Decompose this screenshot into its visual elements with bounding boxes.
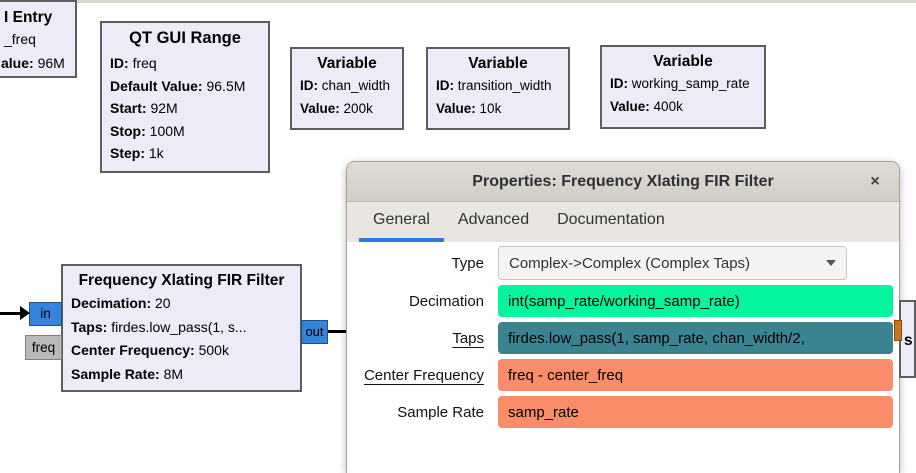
field-label-taps: Taps <box>452 329 484 347</box>
block-qtgui-range[interactable]: QT GUI Range ID: freq Default Value: 96.… <box>100 21 270 173</box>
block-param: Stop: 100M <box>110 122 185 139</box>
block-param: Decimation: 20 <box>71 295 171 311</box>
block-title: Variable <box>468 55 528 72</box>
center-frequency-input[interactable]: freq - center_freq <box>498 359 893 391</box>
block-param: alue: 96M <box>1 55 65 71</box>
port-in[interactable]: in <box>29 302 62 326</box>
block-param: Sample Rate: 8M <box>71 365 184 382</box>
dialog-title: Properties: Frequency Xlating FIR Filter <box>472 172 774 190</box>
tab-advanced[interactable]: Advanced <box>457 211 530 228</box>
block-param: ID: chan_width <box>300 78 391 93</box>
block-param: _freq <box>4 31 36 47</box>
block-title: Variable <box>653 53 713 70</box>
arrow-head-icon <box>20 306 30 320</box>
block-title: QT GUI Range <box>129 29 241 47</box>
block-freq-xlating-fir-filter[interactable]: Frequency Xlating FIR Filter Decimation:… <box>61 264 302 392</box>
dialog-tabbar: General Advanced Documentation <box>347 202 899 242</box>
block-param: ID: freq <box>110 55 157 71</box>
block-title: Frequency Xlating FIR Filter <box>78 272 285 289</box>
block-variable-transition-width[interactable]: Variable ID: transition_width Value: 10k <box>426 47 570 130</box>
block-param: Default Value: 96.5M <box>110 77 246 94</box>
form-row-taps: Taps firdes.low_pass(1, samp_rate, chan_… <box>353 322 893 354</box>
block-variable-chan-width[interactable]: Variable ID: chan_width Value: 200k <box>290 47 404 130</box>
field-label-type: Type <box>451 254 484 272</box>
form-row-center-frequency: Center Frequency freq - center_freq <box>353 359 893 391</box>
field-label-center-frequency: Center Frequency <box>363 366 484 384</box>
toolbar-edge <box>0 0 916 3</box>
block-title: s <box>904 332 913 349</box>
properties-dialog: Properties: Frequency Xlating FIR Filter… <box>346 161 900 473</box>
field-label-sample-rate: Sample Rate <box>397 403 484 421</box>
block-param: ID: transition_width <box>436 78 552 93</box>
block-param: Center Frequency: 500k <box>71 342 229 358</box>
type-dropdown[interactable]: Complex->Complex (Complex Taps) <box>498 246 847 280</box>
tab-general[interactable]: General <box>359 202 444 242</box>
block-param: Taps: firdes.low_pass(1, s... <box>71 318 247 335</box>
block-param: Value: 400k <box>610 98 683 114</box>
block-title: Variable <box>317 55 377 72</box>
port-out[interactable]: out <box>301 320 328 344</box>
port-orange[interactable] <box>894 320 902 341</box>
block-param: ID: working_samp_rate <box>610 76 750 91</box>
decimation-input[interactable]: int(samp_rate/working_samp_rate) <box>498 285 893 317</box>
dialog-titlebar[interactable]: Properties: Frequency Xlating FIR Filter… <box>347 162 899 202</box>
form-row-decimation: Decimation int(samp_rate/working_samp_ra… <box>353 285 893 317</box>
block-variable-working-samp-rate[interactable]: Variable ID: working_samp_rate Value: 40… <box>600 45 766 129</box>
block-param: Start: 92M <box>110 100 178 116</box>
connection-wire <box>328 330 347 333</box>
port-freq[interactable]: freq <box>25 335 62 360</box>
block-param: Value: 10k <box>436 100 502 116</box>
taps-input[interactable]: firdes.low_pass(1, samp_rate, chan_width… <box>498 322 893 354</box>
form-row-type: Type Complex->Complex (Complex Taps) <box>353 246 893 280</box>
tab-documentation[interactable]: Documentation <box>557 211 665 228</box>
dialog-body: Type Complex->Complex (Complex Taps) Dec… <box>347 242 899 428</box>
chevron-down-icon <box>826 260 836 266</box>
field-label-decimation: Decimation <box>408 292 484 310</box>
block-param: Value: 200k <box>300 100 373 116</box>
form-row-sample-rate: Sample Rate samp_rate <box>353 396 893 428</box>
type-dropdown-value: Complex->Complex (Complex Taps) <box>509 254 751 272</box>
block-param: Step: 1k <box>110 145 164 161</box>
close-icon[interactable]: × <box>870 173 880 190</box>
sample-rate-input[interactable]: samp_rate <box>498 396 893 428</box>
block-qtgui-entry[interactable]: I Entry _freq alue: 96M <box>0 0 77 78</box>
connection-wire <box>0 312 22 315</box>
block-title: I Entry <box>4 9 53 26</box>
